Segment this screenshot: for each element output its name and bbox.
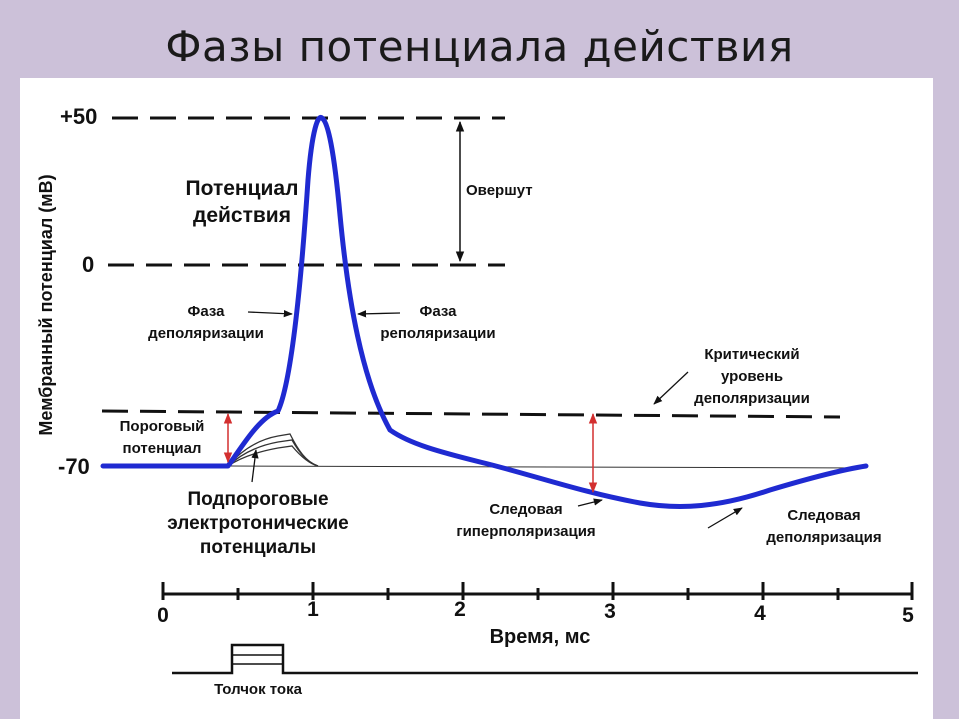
y-tick-plus50: +50 (60, 104, 97, 129)
subthreshold-label-3: потенциалы (200, 537, 316, 558)
threshold-label-2: потенциал (123, 440, 202, 457)
resting-baseline (229, 465, 867, 469)
slide-title: Фазы потенциала действия (165, 22, 794, 71)
subthreshold-curve-3 (227, 445, 319, 467)
stimulus-pulse-trace (172, 643, 918, 675)
trace-depolarization-label-1: Следовая (787, 507, 860, 524)
depolarization-pointer (247, 309, 293, 318)
subthreshold-label-1: Подпороговые (187, 489, 328, 510)
hyperpolarization-label-1: Следовая (489, 501, 562, 518)
x-tick-2: 2 (454, 598, 466, 621)
x-tick-5: 5 (902, 604, 914, 627)
x-tick-0: 0 (157, 604, 169, 627)
trace-depolarization-label-2: деполяризация (766, 529, 881, 546)
action-potential-curve (100, 114, 869, 510)
critical-level-label-3: деполяризации (694, 390, 810, 407)
time-axis-ticks (161, 582, 914, 600)
repolarization-label-1: Фаза (420, 303, 458, 320)
y-tick-zero: 0 (82, 252, 94, 277)
repolarization-pointer (357, 310, 401, 318)
y-axis-label: Мембранный потенциал (мВ) (36, 174, 56, 435)
hyperpolarization-pointer (577, 498, 603, 507)
depolarization-label-1: Фаза (188, 303, 226, 320)
subthreshold-label-2: электротонические (167, 513, 348, 534)
threshold-label-1: Пороговый (120, 418, 205, 435)
action-potential-label-1: Потенциал (186, 177, 299, 200)
overshoot-label: Овершут (466, 182, 533, 199)
hyperpolarization-label-2: гиперполяризация (456, 523, 595, 540)
repolarization-label-2: реполяризации (380, 325, 495, 342)
subthreshold-pointer (251, 449, 259, 483)
stimulus-label: Толчок тока (214, 681, 303, 698)
depolarization-label-2: деполяризации (148, 325, 264, 342)
critical-level-label-2: уровень (721, 368, 783, 385)
x-axis-label: Время, мс (490, 626, 591, 648)
critical-level-label-1: Критический (704, 346, 799, 363)
action-potential-label-2: действия (193, 204, 291, 227)
trace-depolarization-pointer (707, 507, 743, 529)
y-tick-minus70: -70 (58, 454, 90, 479)
figure-panel (20, 78, 933, 719)
x-tick-1: 1 (307, 598, 319, 621)
critical-level-dashed-line (101, 409, 841, 419)
x-tick-4: 4 (754, 602, 766, 625)
critical-level-pointer (653, 371, 689, 405)
x-tick-3: 3 (604, 600, 616, 623)
